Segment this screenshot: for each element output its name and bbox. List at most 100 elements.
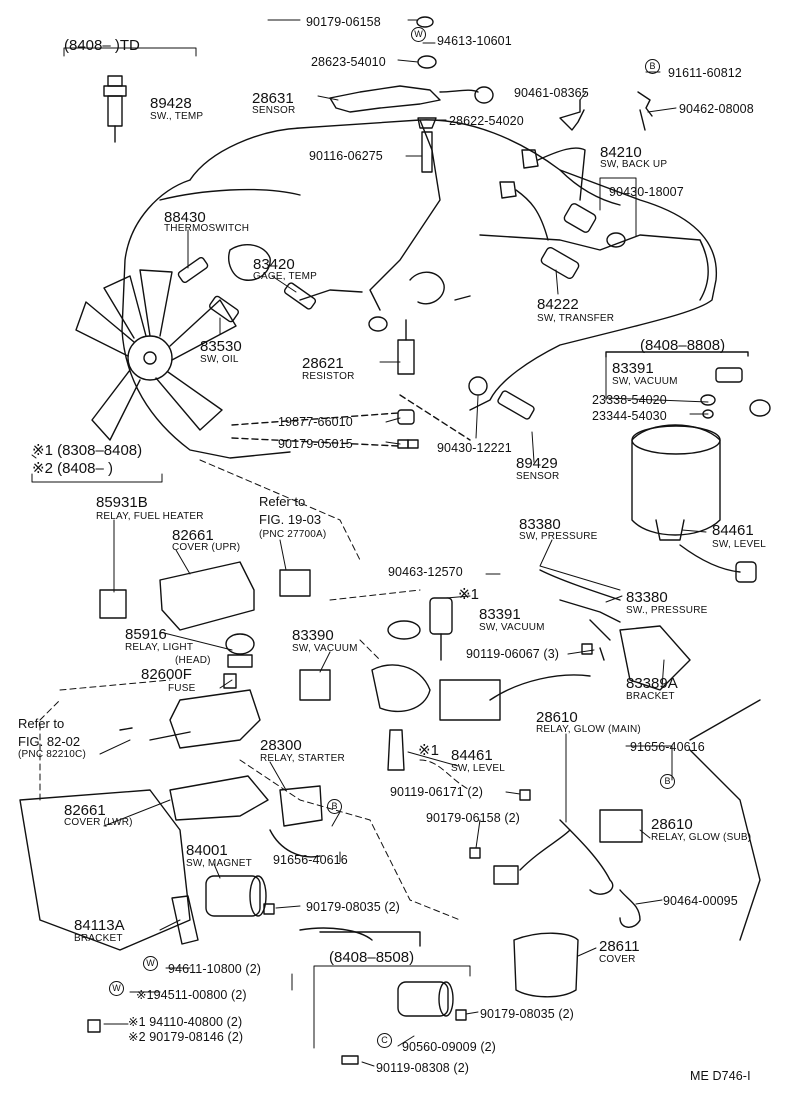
part-label: 84461 [451,747,493,764]
part-label: Refer to [259,494,306,509]
part-label: 83380 [519,516,561,533]
part-label: 90116-06275 [309,149,383,163]
part-label: 94613-10601 [437,34,512,48]
fasteners [87,439,593,1065]
part-label: 94611-10800 (2) [168,962,262,976]
part-label: BRACKET [626,691,675,702]
part-label: 23344-54030 [592,409,667,423]
cooling-fan [75,269,237,441]
part-label: SW., PRESSURE [626,605,708,616]
part-label: 28610 [536,709,578,726]
part-label: 91656-40616 [273,853,348,867]
part-label: 83420 [253,256,295,273]
part-label: SW, VACUUM [479,622,545,633]
part-label: FIG. 82-02 [18,734,81,749]
part-label: 90119-06067 (3) [466,647,560,661]
part-label: 28622-54020 [449,114,524,128]
part-label: 28631 [252,90,294,107]
part-label: 91656-40616 [630,740,705,754]
part-label: 28623-54010 [311,55,386,69]
part-label: 90119-06171 (2) [390,785,484,799]
vacuum-switch-group [605,351,771,583]
circle-marker-icon: B [660,774,675,789]
leader-lines [31,19,709,1067]
part-label: 89429 [516,455,558,472]
part-label: SW, LEVEL [712,539,767,550]
part-label: 28621 [302,355,344,372]
part-label: SW, VACUUM [612,376,678,387]
part-label: 82600F [141,666,192,683]
part-label: ※194511-00800 (2) [136,988,247,1002]
part-label: (8408– )TD [64,37,140,54]
part-label: SW., TEMP [150,111,204,122]
part-label: 23338-54020 [592,393,667,407]
part-label: (HEAD) [175,655,211,666]
part-label: SW, LEVEL [451,763,506,774]
part-label: THERMOSWITCH [164,223,250,234]
part-label: SENSOR [516,471,560,482]
glow-relays [493,699,761,998]
part-label: RELAY, LIGHT [125,642,194,653]
part-label: 90179-06158 (2) [426,811,520,825]
part-label: RESISTOR [302,371,355,382]
magnet-switch [171,875,454,1017]
part-label: 82661 [172,527,214,544]
part-label: ※2 90179-08146 (2) [128,1030,244,1044]
part-label: (PNC 27700A) [259,529,327,540]
part-label: 19877-66010 [278,415,353,429]
part-label: (8408–8808) [640,337,726,354]
circle-marker-icon: W [109,981,124,996]
part-label: Refer to [18,716,65,731]
circle-marker-icon: W [143,956,158,971]
part-label: RELAY, GLOW (MAIN) [536,724,641,735]
part-label: 90464-00095 [663,894,738,908]
vacuum-switches [299,569,691,771]
part-label: 83391 [479,606,521,623]
part-label: SW, PRESSURE [519,531,598,542]
part-label: COVER [599,954,636,965]
left-sensors [103,75,535,449]
part-label: 90179-08035 (2) [480,1007,574,1021]
part-label: GAGE, TEMP [253,271,318,282]
part-label: 84001 [186,842,228,859]
part-label: 90461-08365 [514,86,589,100]
part-label: SW, MAGNET [186,858,252,869]
part-label: 82661 [64,802,106,819]
part-label: 85931B [96,494,148,511]
part-label: SENSOR [252,105,296,116]
circle-marker-icon: W [411,27,426,42]
part-label: 83389A [626,675,678,692]
part-label: BRACKET [74,933,123,944]
part-label: 83380 [626,589,668,606]
part-label: 90179-08035 (2) [306,900,400,914]
part-label: ME D746-I [690,1069,751,1083]
part-label: 89428 [150,95,192,112]
part-label: 90430-12221 [437,441,512,455]
part-label: (8408–8508) [329,949,415,966]
part-label: 28610 [651,816,693,833]
part-label: COVER (UPR) [172,542,241,553]
part-label: ※1 (8308–8408) [32,442,143,459]
part-label: 28300 [260,737,302,754]
part-label: SW, OIL [200,354,239,365]
part-label: 84210 [600,144,642,161]
part-label: 90463-12570 [388,565,463,579]
part-label: (PNC 82210C) [18,749,86,760]
part-label: 85916 [125,626,167,643]
part-label: 28611 [599,938,640,955]
part-label: 90119-08308 (2) [376,1061,470,1075]
part-label: 84113A [74,917,125,934]
part-label: ※2 (8408– ) [32,460,113,477]
part-label: 90430-18007 [609,185,684,199]
part-label: ※1 [458,586,479,603]
part-label: ※1 94110-40800 (2) [128,1015,243,1029]
part-label: 90462-08008 [679,102,754,116]
part-label: 84461 [712,522,754,539]
part-label: FIG. 19-03 [259,512,322,527]
part-label: 83530 [200,338,242,355]
part-label: ※1 [418,742,439,759]
relays-and-covers [19,561,323,951]
part-label: SW, TRANSFER [537,313,615,324]
